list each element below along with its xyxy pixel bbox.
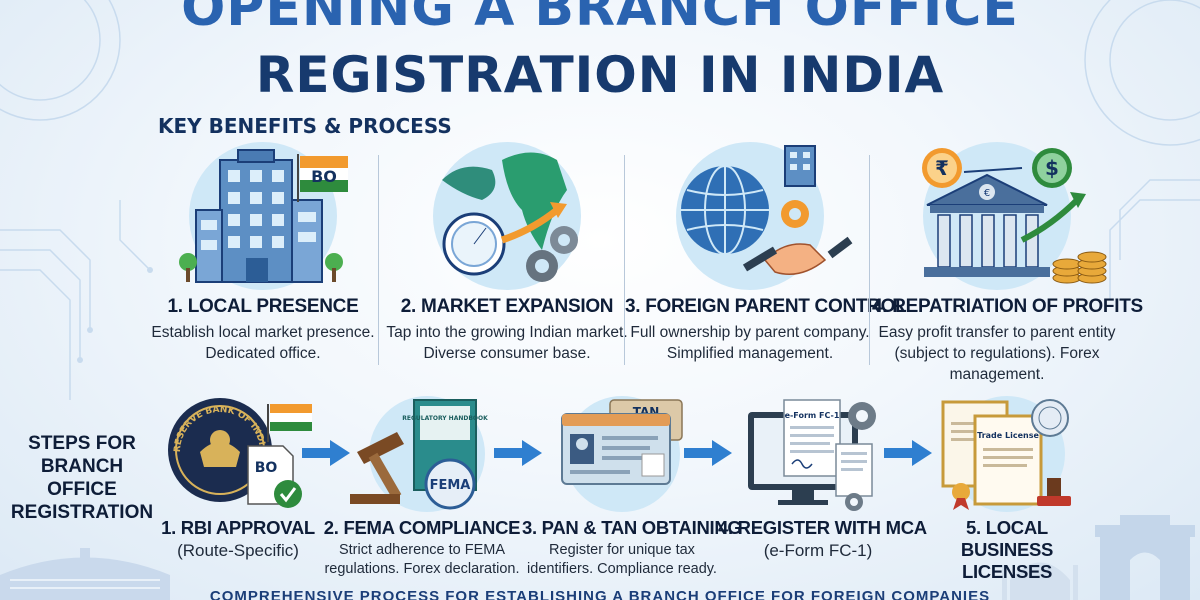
svg-text:€: € <box>984 188 990 199</box>
step-title: 1. RBI APPROVAL <box>161 517 315 538</box>
bo-badge: BO <box>311 167 337 186</box>
benefit-title: 2. MARKET EXPANSION <box>400 296 614 317</box>
svg-text:FEMA: FEMA <box>430 478 471 493</box>
step-title: 4. REGISTER WITH MCA <box>718 517 927 538</box>
computer-form-icon: e-Form FC-1 <box>748 399 876 511</box>
page-title-line-2: REGISTRATION IN INDIA <box>255 46 945 104</box>
step-title: 5. LOCAL BUSINESS LICENSES <box>960 517 1054 582</box>
step-description: (e-Form FC-1) <box>763 541 873 560</box>
divider <box>869 155 870 365</box>
benefit-description: Establish local market presence. Dedicat… <box>151 324 375 362</box>
trade-license-icon: Trade License <box>941 396 1071 512</box>
step-local-business-licenses: Trade License 5. LOCAL BUSINESS LICENSES <box>907 392 1107 585</box>
step-title: 3. PAN & TAN OBTAINING <box>522 517 742 538</box>
benefit-foreign-parent-control: 3. FOREIGN PARENT CONTROL Full ownership… <box>625 140 907 364</box>
globe-handshake-icon <box>676 142 853 290</box>
benefit-description: Full ownership by parent company. Simpli… <box>630 324 870 362</box>
divider <box>624 155 625 365</box>
step-description: Strict adherence to FEMA regulations. Fo… <box>324 542 520 577</box>
step-register-with-mca: e-Form FC-1 4. REGISTER WITH MCA (e-Form… <box>718 392 927 561</box>
pan-card-icon: TAN <box>561 396 683 512</box>
benefit-title: 3. FOREIGN PARENT CONTROL <box>625 296 907 317</box>
step-pan-tan-obtaining: TAN 3. PAN & TAN OBTAINING Register for … <box>522 392 742 579</box>
bank-currency-icon: € ₹ $ <box>922 142 1107 290</box>
footer-caption: COMPREHENSIVE PROCESS FOR ESTABLISHING A… <box>209 588 991 600</box>
page-title-line-1: OPENING A BRANCH OFFICE <box>181 0 1019 38</box>
step-title: 2. FEMA COMPLIANCE <box>323 517 521 538</box>
india-gate-silhouette <box>1095 515 1195 600</box>
benefit-local-presence: BO 1. LOCAL PRESENCE Establish local mar… <box>138 140 388 364</box>
svg-text:Trade License: Trade License <box>977 431 1039 440</box>
parliament-silhouette <box>0 548 170 600</box>
svg-text:$: $ <box>1045 156 1059 180</box>
svg-text:₹: ₹ <box>935 156 949 180</box>
benefit-description: Easy profit transfer to parent entity (s… <box>878 324 1116 383</box>
circuit-decoration-left <box>0 0 153 400</box>
benefit-market-expansion: 2. MARKET EXPANSION Tap into the growing… <box>382 140 632 364</box>
steps-label: STEPS FOR BRANCH OFFICE REGISTRATION <box>10 433 154 523</box>
svg-text:BO: BO <box>255 460 278 476</box>
rbi-seal-icon: RESERVE BANK OF INDIA BO <box>168 398 312 508</box>
circuit-decoration-right <box>1084 0 1200 300</box>
step-rbi-approval: RESERVE BANK OF INDIA BO 1. RBI APPROVAL… <box>138 392 338 561</box>
step-description: (Route-Specific) <box>177 541 299 560</box>
section-heading: KEY BENEFITS & PROCESS <box>158 114 452 138</box>
benefit-title: 1. LOCAL PRESENCE <box>167 296 359 317</box>
benefit-repatriation-of-profits: € ₹ $ 4. REPATRIATION OF PROFITS Easy pr… <box>872 140 1143 385</box>
benefit-title: 4. REPATRIATION OF PROFITS <box>872 296 1143 317</box>
taj-silhouette <box>1002 562 1078 600</box>
globe-compass-icon <box>433 142 581 290</box>
step-description: Register for unique tax identifiers. Com… <box>527 542 717 577</box>
arrow-right-icon <box>884 440 932 466</box>
svg-text:e-Form FC-1: e-Form FC-1 <box>785 411 840 420</box>
office-building-icon: BO <box>179 142 348 290</box>
benefit-description: Tap into the growing Indian market. Dive… <box>386 324 628 362</box>
arrow-right-icon <box>684 440 732 466</box>
gavel-handbook-icon: REGULATORY HANDBOOK FEMA <box>350 396 488 512</box>
step-fema-compliance: REGULATORY HANDBOOK FEMA 2. FEMA COMPLIA… <box>322 392 522 579</box>
divider <box>378 155 379 365</box>
arrow-right-icon <box>302 440 350 466</box>
svg-text:REGULATORY HANDBOOK: REGULATORY HANDBOOK <box>402 415 488 422</box>
arrow-right-icon <box>494 440 542 466</box>
